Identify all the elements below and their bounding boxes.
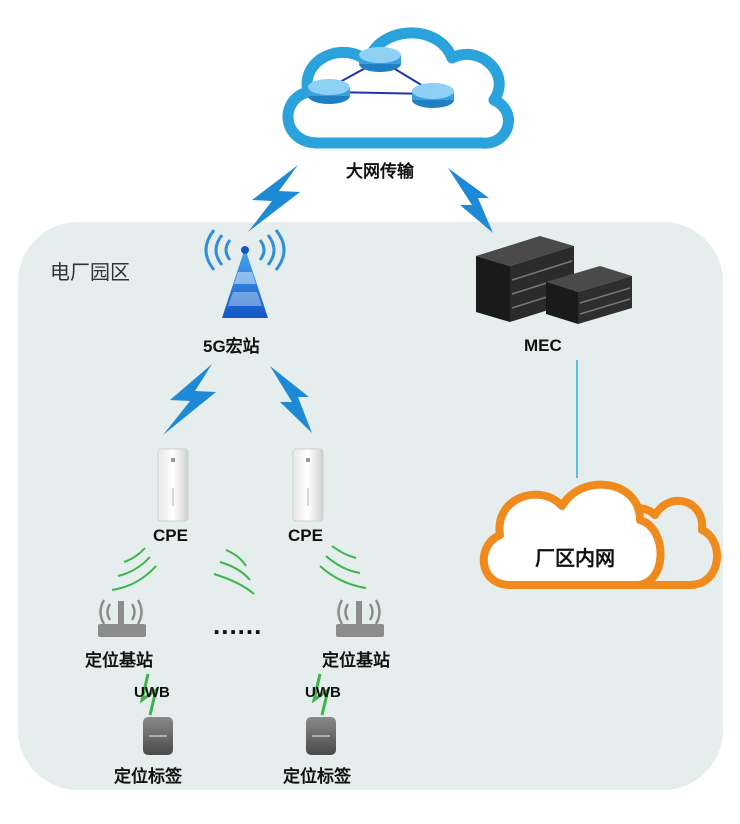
uwb-link-icon — [139, 673, 159, 716]
uwb-label: UWB — [134, 684, 170, 701]
cpe-label: CPE — [288, 526, 323, 545]
region-title: 电厂园区 — [50, 262, 130, 284]
cpe-device-icon — [292, 448, 324, 522]
uwb-label: UWB — [305, 684, 341, 701]
wireless-link-icon — [163, 364, 216, 435]
positioning-tag-label: 定位标签 — [283, 767, 351, 786]
positioning-tag-icon — [143, 717, 173, 755]
backbone-cloud-icon — [282, 27, 514, 149]
router-icon — [359, 47, 401, 72]
wireless-link-icon — [448, 168, 493, 233]
router-icon — [308, 79, 350, 104]
wireless-link-icon — [248, 165, 300, 232]
backbone-label: 大网传输 — [346, 162, 414, 181]
positioning-tag-icon — [306, 717, 336, 755]
intranet-cloud-icon — [479, 480, 721, 589]
cpe-label: CPE — [153, 526, 188, 545]
wifi-signal-icon — [319, 545, 367, 589]
cpe-device-icon — [157, 448, 189, 522]
more-anchors-ellipsis: ...... — [213, 610, 263, 640]
anchor-station-icon — [98, 599, 146, 637]
router-icon — [412, 83, 454, 108]
mec-label: MEC — [524, 336, 562, 355]
wifi-signal-icon — [213, 549, 255, 595]
macro-station-label: 5G宏站 — [203, 337, 260, 356]
intranet-label: 厂区内网 — [535, 548, 615, 570]
anchor-station-icon — [336, 599, 384, 637]
mec-server-icon — [476, 236, 632, 324]
wifi-signal-icon — [111, 547, 157, 591]
anchor-station-label: 定位基站 — [322, 651, 390, 670]
wireless-link-icon — [270, 366, 312, 433]
positioning-tag-label: 定位标签 — [114, 767, 182, 786]
5g-tower-icon — [204, 229, 286, 318]
anchor-station-label: 定位基站 — [85, 651, 153, 670]
uwb-link-icon — [311, 673, 331, 716]
